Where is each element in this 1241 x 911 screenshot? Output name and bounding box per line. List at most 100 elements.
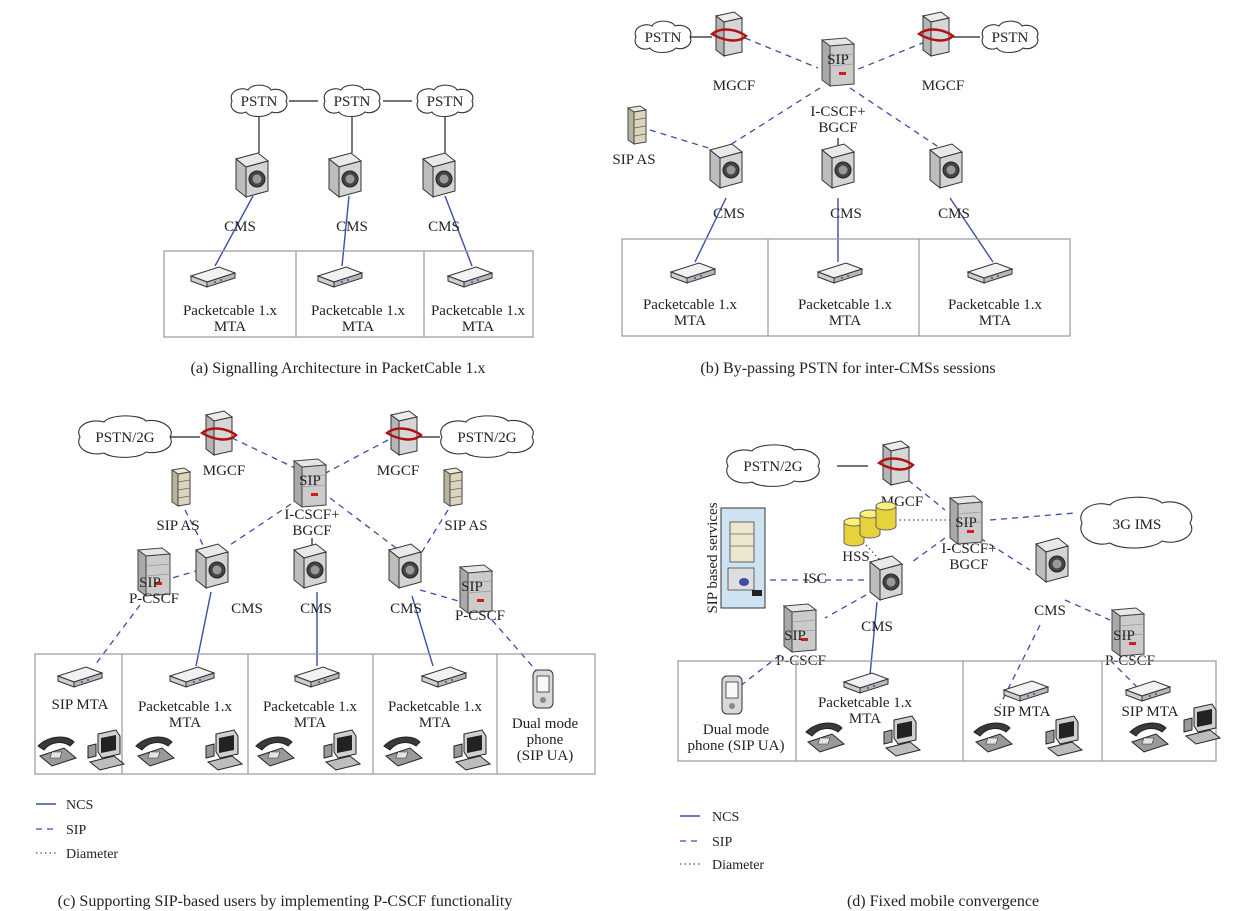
cms-server-icon — [388, 543, 422, 589]
sip-as-label: SIP AS — [156, 518, 199, 534]
mgcf-gateway-icon — [917, 10, 955, 58]
mta-label: MTA — [419, 715, 451, 731]
mta-modem-icon — [670, 262, 716, 284]
mta-modem-icon — [294, 666, 340, 688]
sip-chip-label: SIP — [784, 628, 806, 644]
mta-label: MTA — [342, 319, 374, 335]
dual-mode-label: phone — [527, 732, 564, 748]
pstn-cloud: PSTN — [981, 20, 1039, 54]
bgcf-label: BGCF — [949, 557, 988, 573]
sip-chip-label: SIP — [955, 515, 977, 531]
telephone-icon — [1129, 722, 1169, 753]
telephone-icon — [973, 722, 1013, 753]
sip-mta-modem-icon — [1003, 680, 1049, 702]
mta-label: MTA — [829, 313, 861, 329]
legend-ncs: NCS — [66, 798, 93, 813]
dual-mode-label: (SIP UA) — [517, 748, 574, 764]
caption-d: (d) Fixed mobile convergence — [847, 893, 1039, 910]
mta-label: MTA — [294, 715, 326, 731]
legend-diameter: Diameter — [712, 858, 764, 873]
mta-modem-icon — [843, 672, 889, 694]
mta-modem-icon — [967, 262, 1013, 284]
mgcf-label: MGCF — [713, 78, 756, 94]
panel-d: PSTN/2G MGCF SIP I-CSCF+ BGCF 3G IMS HSS… — [677, 439, 1221, 910]
cms-server-icon — [821, 143, 855, 189]
ims-label: 3G IMS — [1113, 517, 1162, 533]
dual-mode-phone-icon — [721, 675, 743, 715]
telephone-icon — [37, 736, 77, 767]
dual-mode-label: phone (SIP UA) — [688, 738, 785, 754]
cms-label: CMS — [336, 219, 368, 235]
mta-label: Packetcable 1.x — [431, 303, 526, 319]
mta-label: Packetcable 1.x — [263, 699, 358, 715]
sip-as-label: SIP AS — [444, 518, 487, 534]
cms-server-icon — [235, 152, 269, 198]
pstn-label: PSTN — [645, 30, 682, 46]
mta-modem-icon — [421, 666, 467, 688]
computer-icon — [323, 729, 361, 771]
cms-label: CMS — [224, 219, 256, 235]
legend-diameter: Diameter — [66, 847, 118, 862]
mta-modem-icon — [317, 266, 363, 288]
cms-server-icon — [293, 543, 327, 589]
mta-label: Packetcable 1.x — [311, 303, 406, 319]
legend-sip: SIP — [66, 823, 86, 838]
mgcf-label: MGCF — [377, 463, 420, 479]
mta-box — [621, 238, 1071, 337]
sip-services-box — [720, 507, 766, 609]
bgcf-label: BGCF — [818, 120, 857, 136]
computer-icon — [1183, 703, 1221, 745]
mta-label: MTA — [462, 319, 494, 335]
pstn-label: PSTN/2G — [95, 430, 154, 446]
icscf-label: I-CSCF+ — [941, 541, 996, 557]
cms-server-icon — [869, 555, 903, 601]
sip-services-label: SIP based services — [705, 502, 721, 613]
mgcf-label: MGCF — [203, 463, 246, 479]
mta-modem-icon — [447, 266, 493, 288]
computer-icon — [453, 729, 491, 771]
mta-label: Packetcable 1.x — [183, 303, 278, 319]
legend-c: NCS SIP Diameter — [36, 798, 118, 862]
cms-label: CMS — [428, 219, 460, 235]
telephone-icon — [383, 736, 423, 767]
icscf-label: I-CSCF+ — [810, 104, 865, 120]
panel-b-links — [649, 36, 994, 263]
sip-mta-label: SIP MTA — [51, 697, 108, 713]
cms-server-icon — [1035, 537, 1069, 583]
cms-server-icon — [328, 152, 362, 198]
pstn-cloud: PSTN/2G — [726, 444, 820, 487]
pstn-cloud: PSTN — [634, 20, 692, 54]
pstn-cloud: PSTN — [230, 84, 288, 118]
pstn-cloud: PSTN/2G — [440, 415, 534, 458]
sip-as-label: SIP AS — [612, 152, 655, 168]
mta-label: Packetcable 1.x — [818, 695, 913, 711]
telephone-icon — [135, 736, 175, 767]
cms-label: CMS — [861, 619, 893, 635]
sip-chip-label: SIP — [139, 575, 161, 591]
computer-icon — [205, 729, 243, 771]
ims-cloud: 3G IMS — [1080, 496, 1193, 549]
sip-as-rack-icon — [627, 105, 647, 145]
mta-label: MTA — [214, 319, 246, 335]
mgcf-gateway-icon — [877, 439, 915, 487]
sip-chip-label: SIP — [827, 52, 849, 68]
hss-label: HSS — [842, 549, 870, 565]
mta-box — [34, 653, 596, 775]
mgcf-gateway-icon — [710, 10, 748, 58]
computer-icon — [883, 715, 921, 757]
cms-server-icon — [195, 543, 229, 589]
pstn-label: PSTN/2G — [457, 430, 516, 446]
mgcf-gateway-icon — [385, 409, 423, 457]
sip-as-rack-icon — [171, 467, 191, 507]
mta-label: Packetcable 1.x — [798, 297, 893, 313]
pstn-label: PSTN — [334, 94, 371, 110]
isc-label: ISC — [803, 571, 826, 587]
sip-mta-modem-icon — [1125, 680, 1171, 702]
panel-c: PSTN/2G PSTN/2G MGCF MGCF SIP I-CSCF+ BG… — [34, 409, 596, 910]
pstn-label: PSTN/2G — [743, 459, 802, 475]
caption-c: (c) Supporting SIP-based users by implem… — [58, 893, 513, 910]
telephone-icon — [255, 736, 295, 767]
p-cscf-label: P-CSCF — [455, 608, 505, 624]
sip-mta-modem-icon — [57, 666, 103, 688]
mta-label: Packetcable 1.x — [643, 297, 738, 313]
